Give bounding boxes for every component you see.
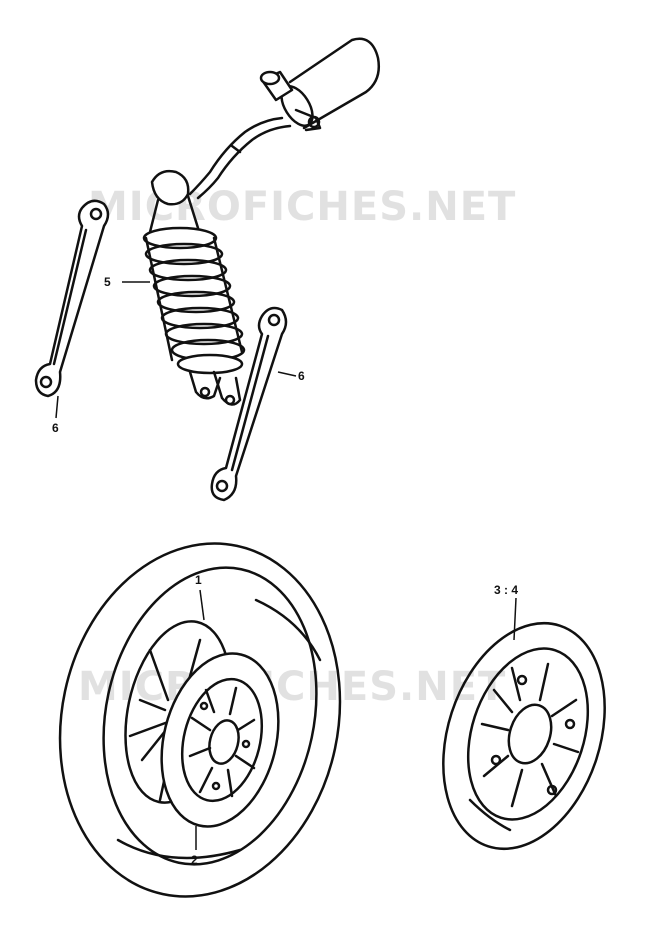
callout-left-rod: 6 [52,421,59,435]
callout-wheel-bottom: 2 [191,853,198,867]
watermark-bottom: MICROFICHES.NET [78,664,506,710]
brake-disc-icon [442,621,606,851]
rear-shock-absorber-icon [142,169,246,406]
callout-disc: 3 : 4 [494,583,518,597]
cushion-rod-icon [34,199,110,398]
leader-lines [55,281,517,850]
callout-right-rod: 6 [298,369,305,383]
cushion-rod-right-icon [210,306,288,502]
rear-wheel-tire-icon [58,542,342,898]
callout-wheel-top: 1 [195,573,202,587]
callout-shock: 5 [104,275,111,289]
reservoir-icon [188,37,380,200]
